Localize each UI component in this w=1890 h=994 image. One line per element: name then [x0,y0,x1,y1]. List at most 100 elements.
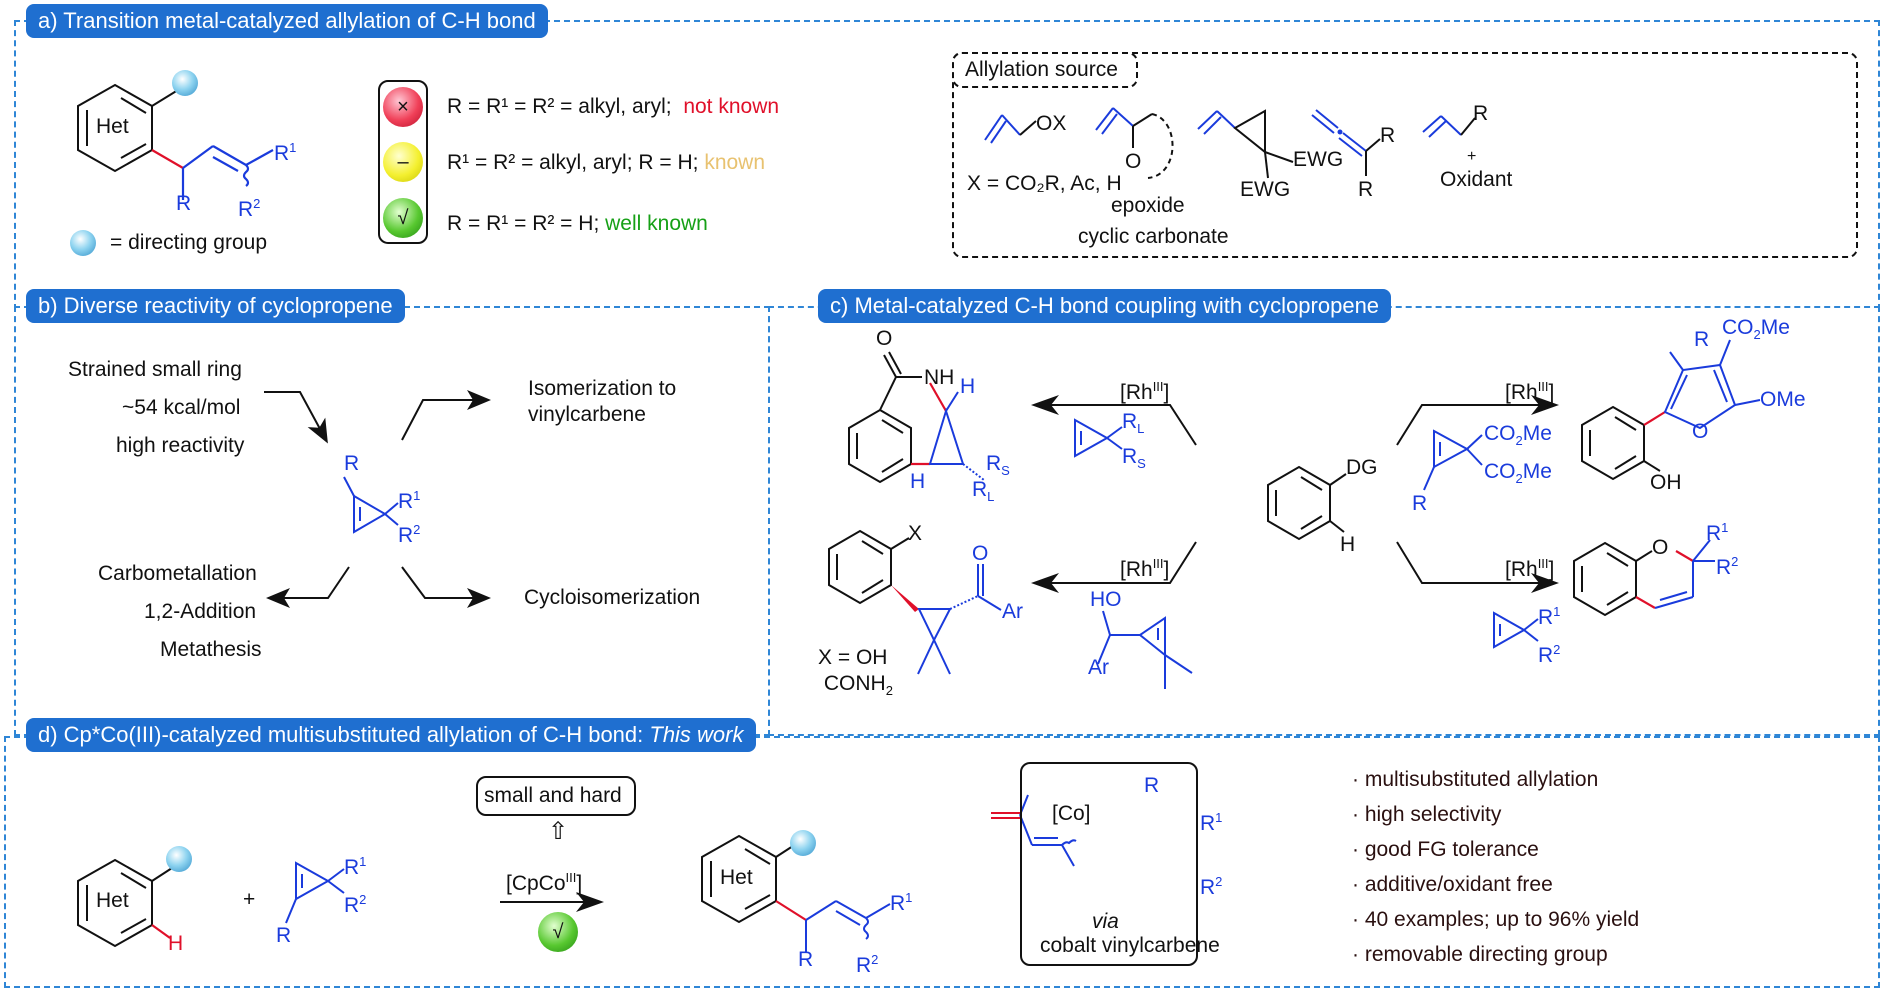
catalyst-rh-3: [RhIII] [1505,379,1555,404]
directing-group-legend-ball [70,230,96,256]
allylation-source-title-box [952,52,1138,88]
reactant-het: Het [96,889,129,912]
panel-a-border [14,20,1880,310]
carbometallation: Carbometallation [98,562,257,585]
cobalt-vinylcarbene-label: cobalt vinylcarbene [1040,934,1220,957]
cyclopropene-r1-d: R1 [344,854,367,879]
furan-ome: OMe [1760,388,1806,411]
product-r: R [798,948,814,971]
small-and-hard-label: small and hard [484,784,622,807]
allylation-source-box [952,52,1858,258]
status-row-well-known: R = R¹ = R² = H; well known [447,212,708,235]
catalyst-cpco: [CpCoIII] [506,870,583,895]
isoquinolone-rl: RL [972,478,995,505]
feature-item: · good FG tolerance [1352,838,1539,861]
reagent-ar: Ar [1088,656,1109,679]
allylation-source-title: Allylation source [965,58,1118,81]
reagent-r: R [1412,492,1428,515]
ewg-label-1: EWG [1293,148,1344,171]
reagent-co2me-2: CO2Me [1484,460,1552,487]
check-icon: √ [383,198,423,238]
furan-r: R [1694,328,1710,351]
directing-group-ball [172,70,198,96]
isoquinolone-rs: RS [986,452,1010,479]
isoquinolone-h1: H [960,375,976,398]
panel-d-title-italic: This work [649,722,744,747]
cycloisomerization: Cycloisomerization [524,586,701,609]
up-arrow-icon: ⇧ [548,818,569,845]
feature-item: · high selectivity [1352,803,1502,826]
catalyst-rh-2: [RhIII] [1120,556,1170,581]
r1-label: R1 [274,140,297,165]
allene-r1: R [1380,124,1396,147]
epoxide-oxygen: O [1125,150,1142,173]
reagent-co2me-1: CO2Me [1484,422,1552,449]
isoquinolone-h2: H [910,470,926,493]
status-legend-box [378,80,428,244]
x-legend: X = OH CONH2 [818,646,893,699]
reagent2-r1: R1 [1538,604,1561,629]
panel-d-title-main: d) Cp*Co(III)-catalyzed multisubstituted… [38,722,650,747]
furan-o: O [1692,420,1709,443]
allene-r2: R [1358,178,1374,201]
panel-d-title: d) Cp*Co(III)-catalyzed multisubstituted… [26,718,756,752]
panel-d-border [4,736,1880,988]
cross-icon: × [383,87,423,127]
status-row-not-known: R = R¹ = R² = alkyl, aryl; not known [447,95,780,118]
aryl-x: X [908,522,923,545]
cyclic-carbonate-label: cyclic carbonate [1078,225,1229,248]
product-r2: R2 [856,952,879,977]
directing-group-ball-product [790,830,816,856]
ketone-o: O [972,542,989,565]
panel-b-title: b) Diverse reactivity of cyclopropene [26,289,405,323]
r-label: R [176,192,192,215]
plus-sign: + [1467,148,1477,165]
isoquinolone-nh: NH [924,366,955,389]
allyl-r: R [1473,102,1489,125]
chromene-r2: R2 [1716,554,1739,579]
intermediate-box [1020,762,1198,966]
panel-c-title: c) Metal-catalyzed C-H bond coupling wit… [818,289,1392,323]
cyclopropene-r2: R2 [398,522,421,547]
cyclopropene-r2-d: R2 [344,892,367,917]
catalyst-rh-1: [RhIII] [1120,379,1170,404]
feature-item: · multisubstituted allylation [1352,768,1599,791]
product-r1: R1 [890,890,913,915]
cyclopropene-r-d: R [276,924,292,947]
ox-label: OX [1036,112,1067,135]
dash-icon: – [383,142,423,182]
metathesis: Metathesis [160,638,262,661]
reagent2-r2: R2 [1538,642,1561,667]
cobalt-label: [Co] [1052,802,1091,825]
reagent-rs: RS [1122,445,1146,472]
intermediate-r1: R1 [1200,810,1223,835]
intermediate-r2: R2 [1200,874,1223,899]
check-icon-d: √ [538,912,578,952]
reagent-rl: RL [1122,410,1145,437]
plus-sign-d: + [243,888,256,911]
r2-label: R2 [238,196,261,221]
epoxide-label: epoxide [1111,194,1185,217]
reactant-h: H [168,932,184,955]
cyclopropene-r1: R1 [398,488,421,513]
strained-small-ring: Strained small ring [68,358,242,381]
directing-group-legend: = directing group [110,231,268,254]
allyl-ester-label: X = CO₂R, Ac, H [967,172,1122,195]
ewg-label-2: EWG [1240,178,1291,201]
ketone-ar: Ar [1002,600,1023,623]
feature-item: · additive/oxidant free [1352,873,1553,896]
cyclopropene-r: R [344,452,360,475]
strain-energy: ~54 kcal/mol [122,396,241,419]
status-row-known: R¹ = R² = alkyl, aryl; R = H; known [447,151,766,174]
via-label: via [1092,910,1119,933]
directing-group-ball-reactant [166,846,192,872]
reagent-ho: HO [1090,588,1122,611]
oxidant-label: Oxidant [1440,168,1513,191]
addition-12: 1,2-Addition [144,600,257,623]
feature-item: · 40 examples; up to 96% yield [1352,908,1640,931]
small-and-hard-callout [476,776,636,816]
